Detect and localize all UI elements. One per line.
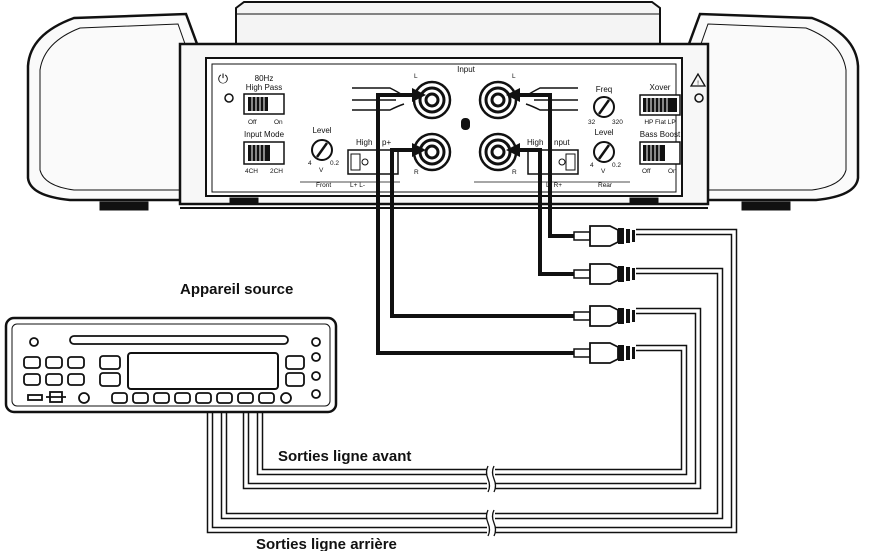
high-input-left-connector[interactable] [347,149,399,175]
bass-boost-on: On [668,168,677,175]
rca-r-label-left: R [414,169,419,176]
rca-plug-1 [573,225,635,247]
xover-switch[interactable] [639,94,681,116]
amplifier [26,1,860,211]
front-section-label: Front [316,182,331,189]
input-mode-title: Input Mode [244,130,285,139]
rear-section-label: Rear [598,182,613,189]
rear-level-min: 4 [590,162,594,169]
hpf-switch[interactable] [243,93,285,115]
high-input-left-sub: p+ [382,138,391,147]
lead-front-l [376,93,575,355]
rca-r-label-right: R [512,169,517,176]
input-title: Input [457,65,476,74]
freq-knob[interactable] [593,96,615,118]
svg-text:!: ! [697,80,699,87]
protect-led [694,93,704,103]
disc-slot [69,335,289,345]
front-level-max: 0.2 [330,160,339,167]
freq-min: 32 [588,119,596,126]
eject-button [29,337,39,347]
lead-arrowheads [412,88,520,157]
input-mode-switch[interactable] [243,141,285,165]
hpf-title-1: 80Hz [255,74,274,83]
head-unit-controls [23,335,321,404]
front-outputs-label: Sorties ligne avant [278,448,411,465]
freq-title: Freq [596,85,612,94]
rca-leads [376,93,575,355]
rca-rear-l-jack[interactable] [478,80,518,120]
ground-screw [461,118,470,130]
bass-boost-switch[interactable] [639,141,681,165]
front-level-knob[interactable] [311,139,333,161]
rca-plug-3 [573,305,635,327]
front-level-min: 4 [308,160,312,167]
rear-terminal-label: L- R+ [546,182,562,189]
top-right-button [311,337,321,347]
high-input-right-b: nput [554,138,570,147]
high-input-left-label: High [356,138,372,147]
bass-boost-title: Bass Boost [640,130,681,139]
hpf-off-label: Off [248,119,257,126]
rca-l-label-right: L [512,73,516,80]
front-output-cable-inner [244,309,700,488]
lead-front-r [390,148,575,318]
input-mode-4ch: 4CH [245,168,258,175]
rca-plug-4 [573,342,635,364]
power-led [224,93,234,103]
cable-break-marks [485,465,497,537]
rear-output-cable-inner [208,230,736,532]
bass-boost-off: Off [642,168,651,175]
rear-level-unit: V [601,168,606,175]
power-icon: ⏻ [218,71,228,86]
rca-l-label-left: L [414,73,418,80]
high-input-right-label: High [527,138,543,147]
rear-level-max: 0.2 [612,162,621,169]
front-terminal-label: L+ L- [350,182,365,189]
head-unit-display [127,352,279,390]
front-level-title: Level [312,126,331,135]
rear-level-title: Level [594,128,613,137]
hpf-on-label: On [274,119,283,126]
warning-icon: ! [689,72,707,87]
rear-level-knob[interactable] [593,141,615,163]
xover-title: Xover [650,83,671,92]
lead-rear-r [512,148,575,276]
freq-max: 320 [612,119,623,126]
input-mode-2ch: 2CH [270,168,283,175]
rear-outputs-label: Sorties ligne arrière [256,536,397,551]
front-level-unit: V [319,167,324,174]
lead-rear-l [512,93,575,238]
high-input-right-connector[interactable] [527,149,579,175]
rca-plug-2 [573,263,635,285]
xover-options: HP Flat LP [644,119,675,126]
rca-front-l-jack[interactable] [412,80,452,120]
hpf-title-2: High Pass [246,83,282,92]
source-label: Appareil source [180,281,293,298]
